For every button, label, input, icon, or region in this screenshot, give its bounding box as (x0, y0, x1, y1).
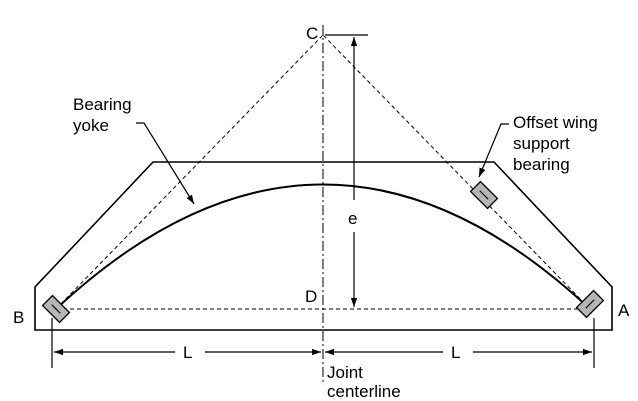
bearing-yoke-leader (136, 122, 195, 205)
radius-line-a-c (322, 34, 591, 310)
label-point-c: C (306, 24, 318, 43)
offset-wing-bearing-icon (469, 180, 499, 210)
label-dim-l-left: L (183, 343, 192, 362)
label-dim-l-right: L (451, 343, 460, 362)
bearing-b-icon (41, 294, 71, 324)
radius-line-b-c (55, 34, 324, 310)
bearing-yoke-arc (55, 183, 591, 310)
label-joint-line1: Joint (327, 363, 363, 382)
label-point-a: A (618, 301, 630, 320)
label-point-d: D (305, 287, 317, 306)
label-bearing-yoke-line2: yoke (73, 116, 109, 135)
label-point-b: B (13, 308, 24, 327)
label-bearing-yoke-line1: Bearing (73, 95, 132, 114)
bearing-a-icon (575, 289, 605, 319)
label-offset-line3: bearing (513, 155, 570, 174)
label-dim-e: e (348, 209, 357, 228)
offset-wing-leader (478, 123, 509, 178)
label-joint-line2: centerline (327, 382, 401, 401)
label-offset-line2: support (513, 134, 570, 153)
label-offset-line1: Offset wing (513, 113, 598, 132)
